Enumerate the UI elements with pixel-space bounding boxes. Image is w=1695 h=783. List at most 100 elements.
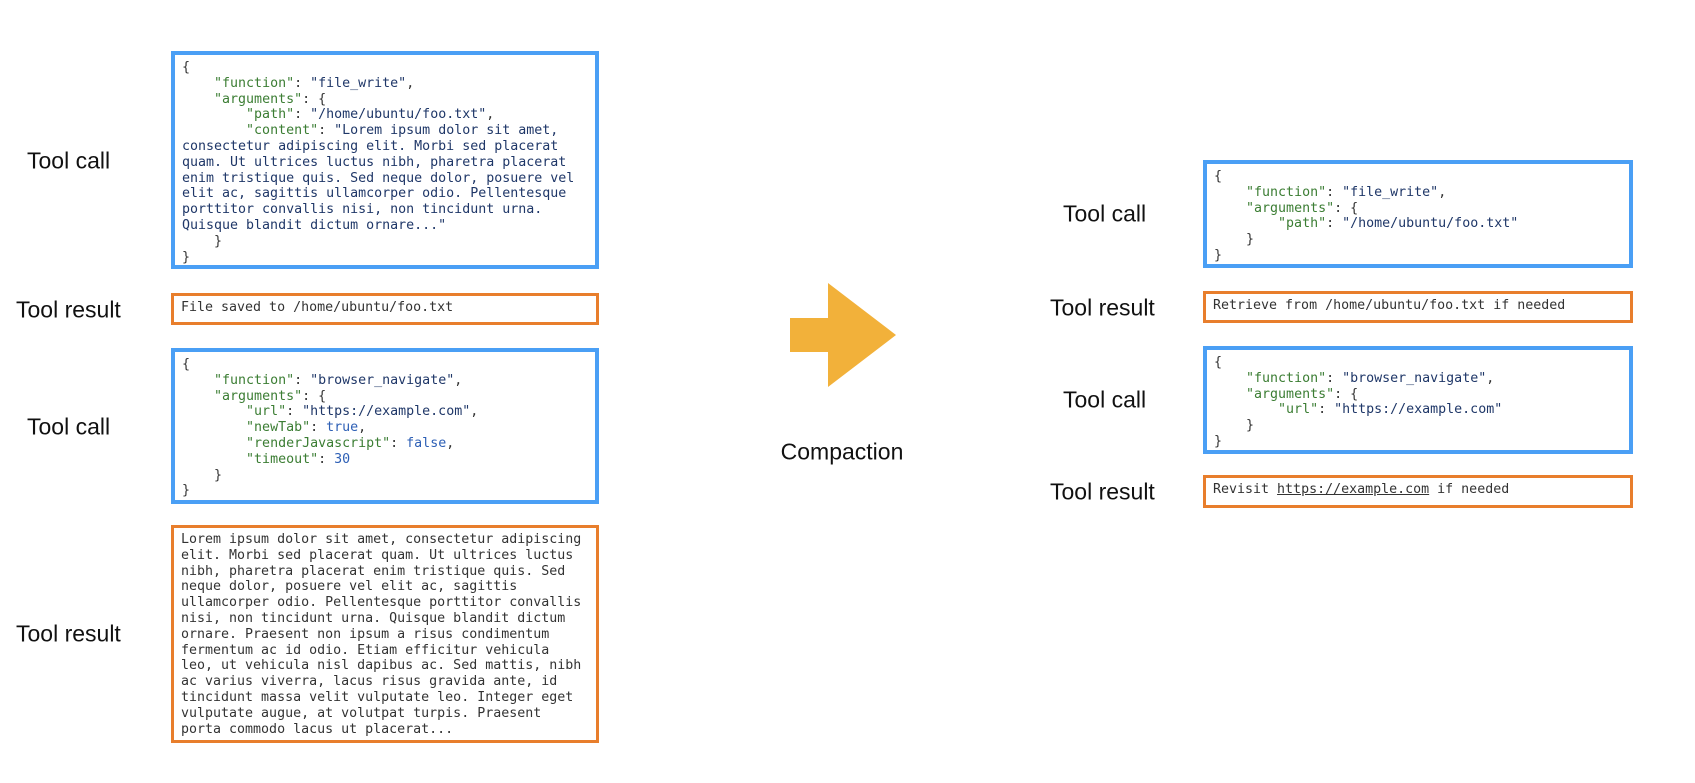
json-key: "path" [246,107,295,123]
json-punctuation: : [1318,402,1335,418]
tool-call-box-file-write: { "function": "file_write", "arguments":… [171,51,599,269]
right-arrow-icon [790,283,896,387]
json-literal: true [326,420,359,436]
json-punctuation: : [294,75,311,91]
label-tool-call: Tool call [1063,200,1147,227]
json-punctuation [182,452,246,467]
code-line: enim tristique quis. Sed neque dolor, po… [182,171,588,187]
json-punctuation [182,107,246,122]
json-punctuation: , [454,372,463,388]
json-punctuation [1214,185,1246,200]
json-punctuation: : [310,420,327,436]
json-punctuation: } [182,249,191,265]
json-string: "Lorem ipsum dolor sit amet, [334,123,559,139]
json-punctuation [1214,387,1246,402]
json-string: "https://example.com" [1334,402,1503,418]
code-line: "arguments": { [182,92,588,108]
json-punctuation: } [1214,433,1223,449]
code-line: "path": "/home/ubuntu/foo.txt", [182,107,588,123]
code-line: } [182,250,588,266]
arrow-shape [790,283,896,387]
code-line: } [182,468,588,484]
code-line: } [1214,418,1622,434]
json-punctuation: , [1438,184,1447,200]
code-line: "function": "browser_navigate", [1214,371,1622,387]
label-tool-call: Tool call [27,413,111,440]
code-line: "arguments": { [1214,387,1622,403]
json-key: "renderJavascript" [246,435,391,451]
json-punctuation: : [294,107,311,123]
json-punctuation: : [1326,184,1343,200]
json-punctuation [182,76,214,91]
label-tool-result: Tool result [16,296,121,323]
code-line: } [1214,434,1622,450]
json-punctuation [1214,371,1246,386]
label-tool-result: Tool result [1050,294,1155,321]
json-string: porttitor convallis nisi, non tincidunt … [182,202,543,218]
json-punctuation [1214,201,1246,216]
compacted-tool-result-box-revisit: Revisit https://example.com if needed [1203,475,1633,508]
json-key: "function" [1246,370,1327,386]
code-line: "renderJavascript": false, [182,436,588,452]
compacted-tool-call-box-file-write: { "function": "file_write", "arguments":… [1203,160,1633,268]
json-punctuation: : [390,435,407,451]
code-line: "url": "https://example.com", [182,404,588,420]
json-key: "url" [1278,402,1319,418]
json-key: "path" [1278,216,1327,232]
label-tool-call: Tool call [27,147,111,174]
json-key: "content" [246,123,319,139]
json-punctuation [182,92,214,107]
example-link[interactable]: https://example.com [1277,482,1430,497]
json-key: "arguments" [214,91,303,107]
json-key: "timeout" [246,451,319,467]
code-line: } [1214,232,1622,248]
json-punctuation: } [1214,247,1223,263]
compacted-tool-call-box-browser-navigate: { "function": "browser_navigate", "argum… [1203,346,1633,454]
json-punctuation: , [406,75,415,91]
compacted-tool-result-box-retrieve: Retrieve from /home/ubuntu/foo.txt if ne… [1203,291,1633,323]
json-punctuation: : [1326,216,1343,232]
json-key: "function" [1246,184,1327,200]
json-literal: false [406,435,447,451]
json-punctuation: } [1214,232,1255,248]
json-string: "file_write" [310,75,407,91]
code-line: "url": "https://example.com" [1214,402,1622,418]
code-line: { [1214,169,1622,185]
label-tool-result: Tool result [1050,478,1155,505]
json-literal: 30 [334,451,351,467]
json-string: Quisque blandit dictum ornare..." [182,217,447,233]
code-line: { [182,60,588,76]
compaction-label: Compaction [780,438,904,465]
json-punctuation [182,123,246,138]
label-tool-result: Tool result [16,620,121,647]
code-line: quam. Ut ultrices luctus nibh, pharetra … [182,155,588,171]
result-prefix: Revisit [1213,482,1278,497]
json-punctuation: , [446,435,455,451]
json-key: "arguments" [1246,386,1335,402]
code-line: "path": "/home/ubuntu/foo.txt" [1214,216,1622,232]
json-string: "browser_navigate" [310,372,455,388]
tool-call-box-browser-navigate: { "function": "browser_navigate", "argum… [171,348,599,504]
json-string: quam. Ut ultrices luctus nibh, pharetra … [182,154,567,170]
json-string: "file_write" [1342,184,1439,200]
json-punctuation: { [1214,169,1223,184]
code-line: "arguments": { [1214,201,1622,217]
json-punctuation: } [182,233,223,249]
code-line: "arguments": { [182,389,588,405]
code-line: "function": "file_write", [1214,185,1622,201]
json-punctuation: , [486,107,495,123]
json-punctuation: } [182,483,191,499]
json-punctuation: : [318,123,335,139]
code-line: consectetur adipiscing elit. Morbi sed p… [182,139,588,155]
json-punctuation: : [294,372,311,388]
code-line: "timeout": 30 [182,452,588,468]
json-key: "function" [214,75,295,91]
json-punctuation [182,404,246,419]
json-punctuation: } [182,467,223,483]
code-line: } [182,483,588,499]
json-string: elit ac, sagittis ullamcorper odio. Pell… [182,186,567,202]
json-key: "arguments" [1246,200,1335,216]
json-punctuation: : [1326,370,1343,386]
code-line: "content": "Lorem ipsum dolor sit amet, [182,123,588,139]
json-punctuation [182,420,246,435]
